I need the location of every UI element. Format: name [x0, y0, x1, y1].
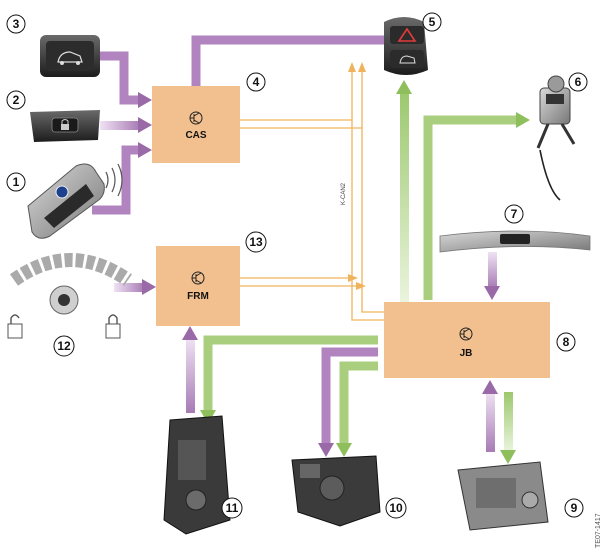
- arrow-cas-to-5: [191, 35, 384, 88]
- svg-text:10: 10: [389, 501, 403, 515]
- arrow-1-to-cas-head: [138, 142, 152, 158]
- cas-label: CAS: [185, 130, 206, 141]
- callout-7: 7: [504, 204, 524, 224]
- arrow-jb-to-9-head: [482, 380, 498, 394]
- arrow-jb-to-6-head: [516, 112, 530, 128]
- arrow-jb-to-10-head: [318, 443, 334, 457]
- unlock-icon: [7, 314, 23, 339]
- svg-text:12: 12: [57, 339, 71, 353]
- lock-cylinder: [7, 253, 132, 339]
- svg-text:1: 1: [13, 175, 20, 189]
- svg-text:5: 5: [429, 15, 436, 29]
- callout-5: 5: [422, 12, 442, 32]
- transistor-icon: [191, 271, 205, 285]
- arrow-jb-to-5: [400, 92, 409, 302]
- arrow-1-to-cas: [92, 145, 140, 215]
- arrow-11-to-frm: [186, 338, 195, 413]
- lock-icon: [61, 119, 69, 130]
- jb-label: JB: [460, 348, 473, 359]
- arrow-3-to-cas: [100, 51, 140, 105]
- fuel-flap-actuator: [457, 461, 549, 531]
- arrow-jb-to-11: [203, 335, 378, 412]
- callout-1: 1: [6, 172, 26, 192]
- cas-module: CAS: [152, 86, 240, 163]
- arrow-jb-to-10-green: [339, 361, 378, 445]
- svg-text:9: 9: [571, 501, 578, 515]
- svg-text:13: 13: [249, 235, 263, 249]
- arrow-2-to-cas: [100, 121, 140, 130]
- jb-module: JB: [384, 302, 550, 378]
- door-lock-actuator: [163, 415, 231, 535]
- callout-3: 3: [6, 14, 26, 34]
- svg-text:7: 7: [511, 207, 518, 221]
- callout-4: 4: [246, 72, 266, 92]
- hazard-trunk-switch: [384, 17, 428, 75]
- arrow-jb-to-10-green-head: [336, 443, 352, 457]
- arrow-12-to-frm: [114, 283, 144, 292]
- arrow-jb-to-10: [321, 347, 378, 445]
- arrow-11-to-frm-head: [182, 326, 198, 340]
- tailgate-actuator: [536, 75, 576, 201]
- transistor-icon: [459, 327, 473, 341]
- arrow-jb-to-9: [486, 392, 495, 452]
- arrow-jb-to-5-head: [396, 80, 412, 94]
- tailgate-handle-strip: [439, 230, 591, 253]
- callout-12: 12: [53, 335, 75, 357]
- arrow-12-to-frm-head: [142, 279, 156, 295]
- arrow-3-to-cas-head: [138, 92, 152, 108]
- svg-text:4: 4: [253, 75, 260, 89]
- arrow-jb-to-9-green: [504, 392, 513, 452]
- key-fob-icon: [27, 163, 123, 239]
- trunk-release-button: [40, 35, 100, 77]
- callouts: 1 2 3 4 5 6 7 8 9 10 11 12 13: [6, 12, 588, 519]
- figure-code: TE07-1417: [595, 513, 602, 548]
- trunk-open-icon: [57, 51, 83, 65]
- k-can2-bus-lines: [240, 62, 384, 321]
- callout-9: 9: [564, 498, 584, 518]
- bus-label: K-CAN2: [341, 182, 347, 205]
- arrow-7-to-jb-head: [484, 286, 500, 300]
- purple-signal-arrows: [92, 35, 500, 457]
- hazard-triangle-icon: [397, 27, 417, 42]
- callout-2: 2: [6, 90, 26, 110]
- frm-label: FRM: [187, 291, 209, 302]
- arrow-jb-to-6: [423, 115, 518, 300]
- callout-13: 13: [245, 231, 267, 253]
- svg-text:3: 3: [13, 17, 20, 31]
- callout-10: 10: [385, 497, 407, 519]
- frm-module: FRM: [156, 246, 240, 326]
- svg-text:8: 8: [563, 335, 570, 349]
- svg-text:11: 11: [226, 501, 239, 515]
- callout-11: 11: [221, 497, 243, 519]
- door-handle-button: [30, 110, 100, 142]
- transistor-icon: [189, 111, 203, 125]
- svg-text:2: 2: [13, 93, 20, 107]
- trunk-open-icon: [399, 55, 416, 64]
- arrow-2-to-cas-head: [138, 117, 152, 133]
- lock-icon: [105, 314, 121, 339]
- arrow-7-to-jb: [488, 252, 497, 288]
- trunk-lock: [291, 455, 381, 527]
- callout-8: 8: [556, 332, 576, 352]
- arrow-jb-to-9-green-head: [500, 450, 516, 464]
- svg-text:6: 6: [575, 75, 582, 89]
- callout-6: 6: [568, 72, 588, 92]
- green-signal-arrows: [200, 80, 530, 464]
